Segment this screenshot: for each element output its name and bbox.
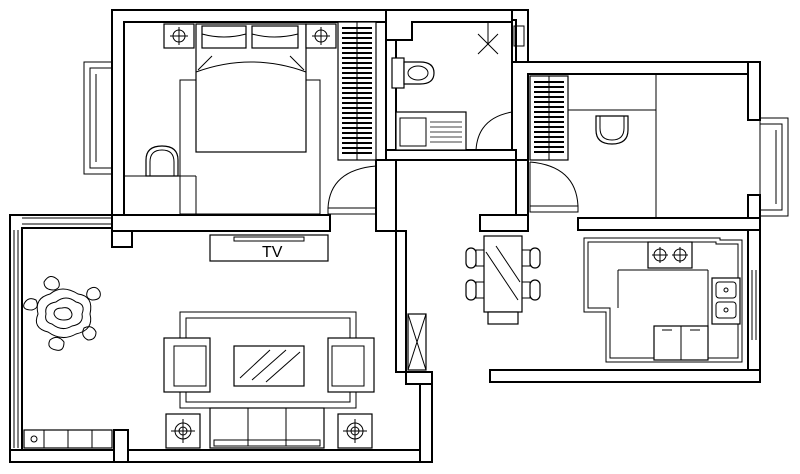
wardrobe-2 — [529, 75, 569, 161]
toilet — [391, 57, 435, 89]
tv-label: TV — [262, 244, 283, 261]
master-bedroom — [124, 21, 377, 215]
desk-chair — [145, 145, 179, 177]
fridge — [653, 325, 709, 361]
nightstand-right — [305, 23, 337, 49]
window-living-left — [13, 230, 19, 448]
second-bedroom — [529, 74, 657, 218]
shower-head — [477, 22, 499, 55]
sink — [711, 277, 741, 325]
window-kitchen — [751, 270, 757, 340]
cabinet-living — [407, 313, 427, 371]
cabinet-low — [23, 429, 113, 449]
side-table-left — [165, 413, 201, 449]
bedroom2-door — [529, 161, 579, 213]
armchair-right — [327, 337, 375, 393]
window-left-bedroom — [83, 61, 113, 175]
side-table-right — [337, 413, 373, 449]
walls — [9, 9, 761, 463]
bedroom-door — [327, 165, 377, 215]
dining-chair-r1 — [521, 247, 541, 269]
plant — [23, 276, 101, 351]
dining-chair-l1 — [465, 247, 485, 269]
bathroom — [391, 22, 525, 151]
bath-vanity — [395, 111, 467, 151]
stove — [647, 241, 693, 269]
dining-set — [465, 235, 541, 325]
kitchen — [583, 237, 743, 363]
sofa — [209, 407, 325, 449]
living-room — [23, 276, 427, 449]
dining-chair-r2 — [521, 279, 541, 301]
dining-table — [483, 235, 523, 313]
bath-door — [475, 111, 513, 151]
coffee-table — [233, 345, 305, 387]
dining-chair-l2 — [465, 279, 485, 301]
chair-2 — [595, 115, 629, 145]
tv-unit: TV — [209, 234, 329, 262]
window-living-top — [22, 217, 112, 225]
armchair-left — [163, 337, 211, 393]
nightstand-left — [163, 23, 195, 49]
wardrobe — [337, 21, 377, 161]
window-right-bedroom — [759, 117, 789, 217]
